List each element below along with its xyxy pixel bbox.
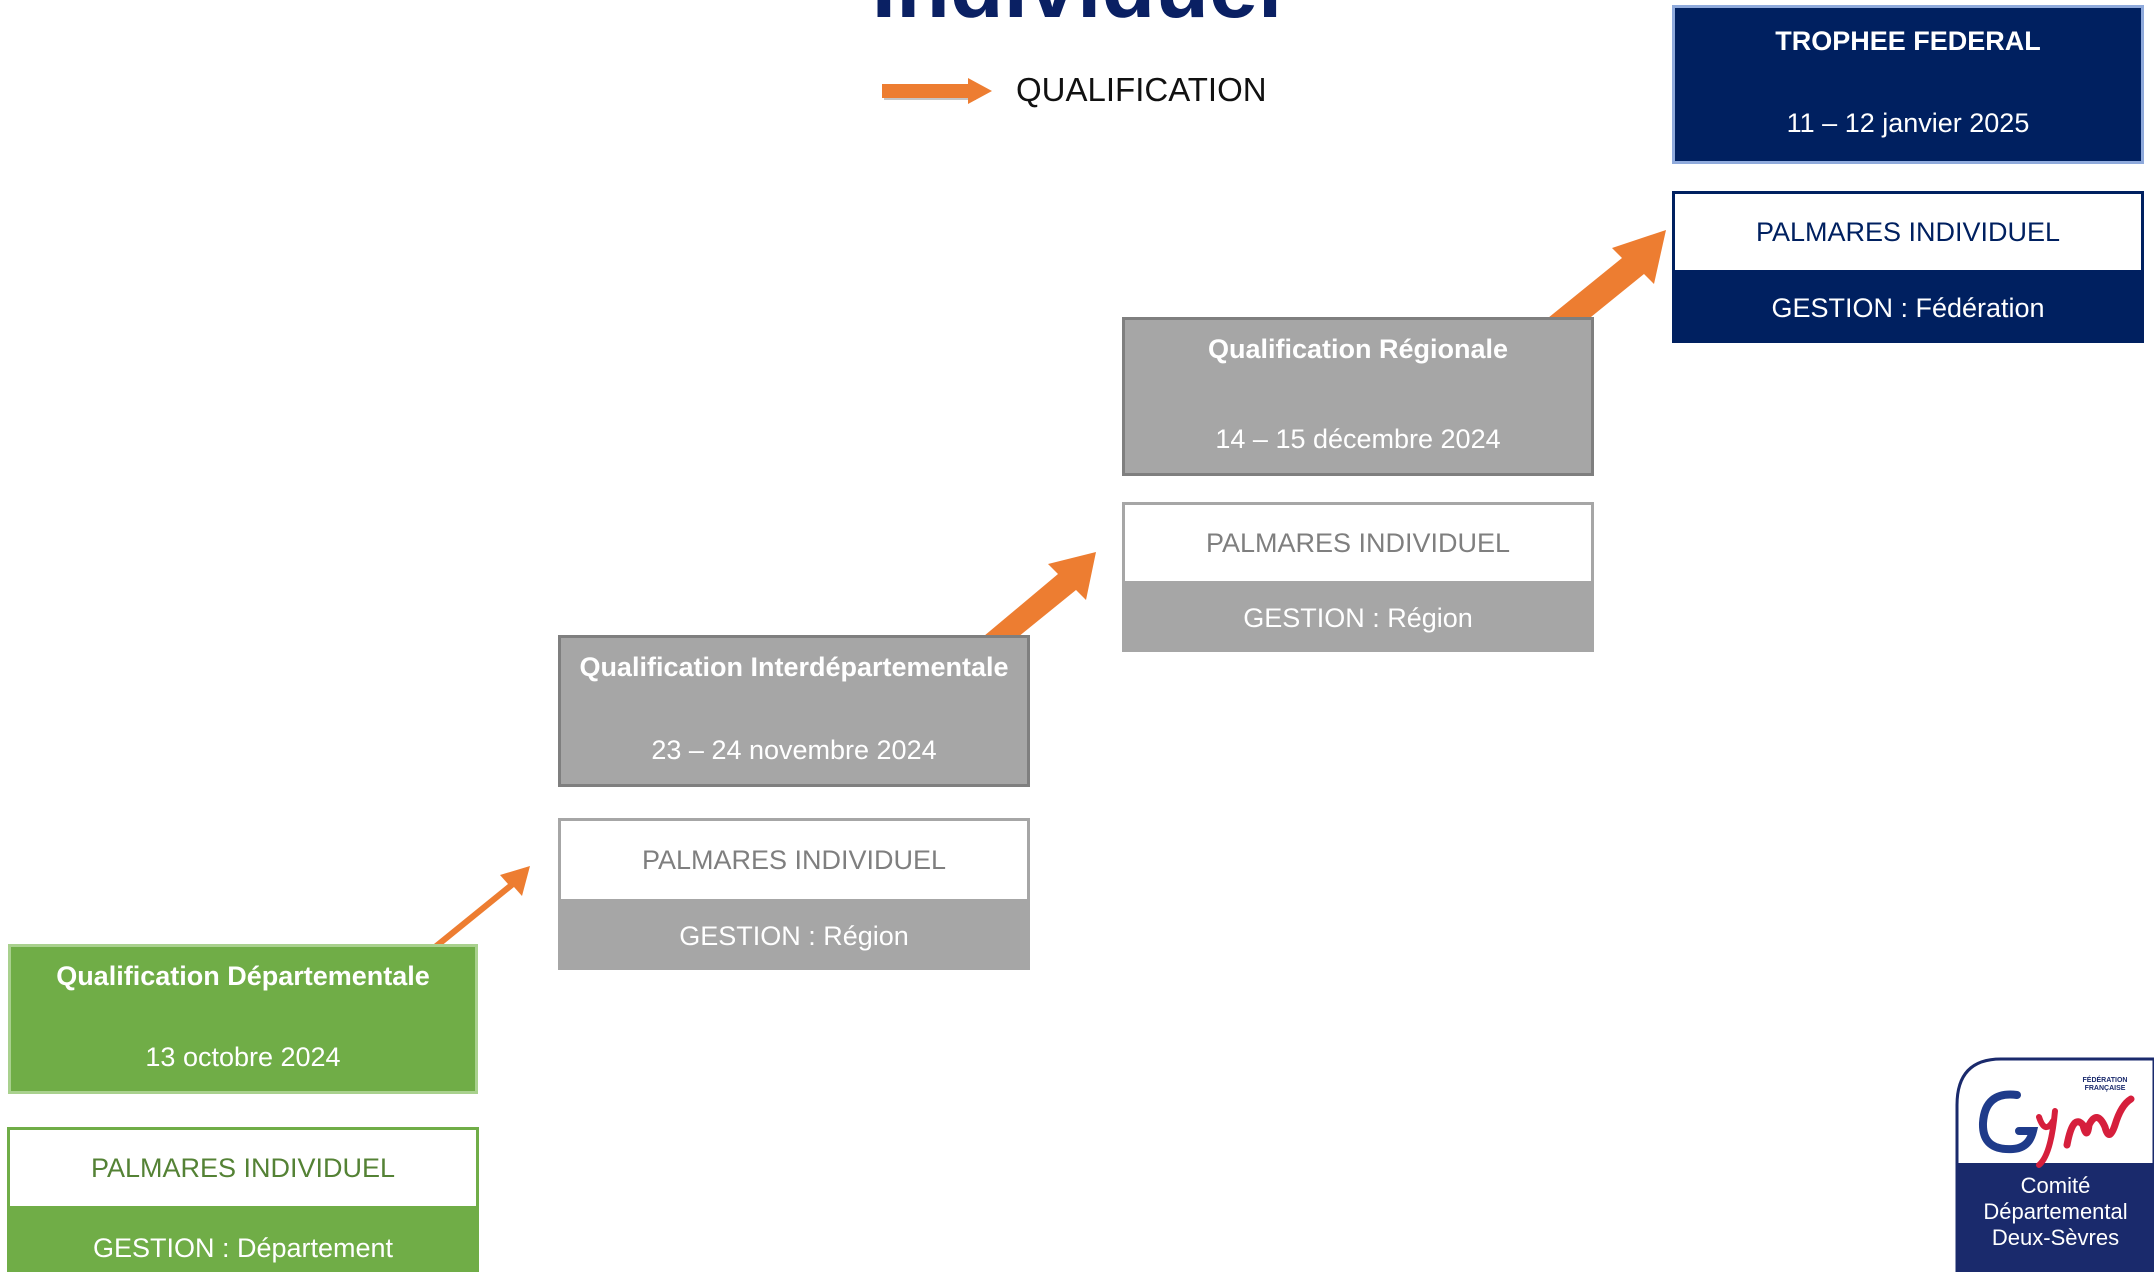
step-4-name: TROPHEE FEDERAL [1775, 26, 2041, 56]
legend-label: QUALIFICATION [1016, 71, 1267, 108]
logo-badge-icon [1955, 1057, 2154, 1274]
ffgym-logo: FÉDÉRATION FRANÇAISE Comité Départementa… [1955, 1055, 2154, 1274]
logo-line-3: Deux-Sèvres [1991, 1225, 2120, 1250]
legend-arrow-icon [882, 78, 992, 104]
step-3-name: Qualification Régionale [1207, 334, 1509, 364]
page-title: Individuel [0, 0, 2154, 32]
step-3-qualification-box: Qualification Régionale 14 – 15 décembre… [1122, 317, 1594, 476]
step-3-gestion: GESTION : Région [1122, 584, 1594, 652]
step-1-qualification-box: Qualification Départementale 13 octobre … [8, 944, 478, 1094]
step-2-palmares: PALMARES INDIVIDUEL [558, 818, 1030, 902]
step-3-date: 14 – 15 décembre 2024 [1215, 424, 1501, 454]
logo-caption: Comité Départemental Deux-Sèvres [1957, 1173, 2154, 1251]
logo-federation-text: FÉDÉRATION FRANÇAISE [2082, 1077, 2128, 1092]
step-4-gestion: GESTION : Fédération [1672, 273, 2144, 343]
step-2-name: Qualification Interdépartementale [579, 652, 1009, 682]
arrow-step-3-icon [1548, 230, 1666, 334]
step-1-palmares: PALMARES INDIVIDUEL [7, 1127, 479, 1209]
step-2-date: 23 – 24 novembre 2024 [651, 735, 937, 765]
arrow-step-2-icon [984, 552, 1096, 650]
step-4-date: 11 – 12 janvier 2025 [1786, 108, 2030, 138]
logo-line-1: Comité [2020, 1173, 2091, 1198]
step-3-palmares: PALMARES INDIVIDUEL [1122, 502, 1594, 584]
step-2-qualification-box: Qualification Interdépartementale 23 – 2… [558, 635, 1030, 787]
step-2-gestion: GESTION : Région [558, 902, 1030, 970]
arrow-step-1-icon [434, 866, 530, 947]
step-1-date: 13 octobre 2024 [145, 1042, 341, 1072]
step-1-name: Qualification Départementale [56, 961, 430, 991]
step-4-palmares: PALMARES INDIVIDUEL [1672, 191, 2144, 273]
logo-line-2: Départemental [1983, 1199, 2128, 1224]
step-4-qualification-box: TROPHEE FEDERAL 11 – 12 janvier 2025 [1672, 5, 2144, 164]
step-1-gestion: GESTION : Département [7, 1209, 479, 1272]
